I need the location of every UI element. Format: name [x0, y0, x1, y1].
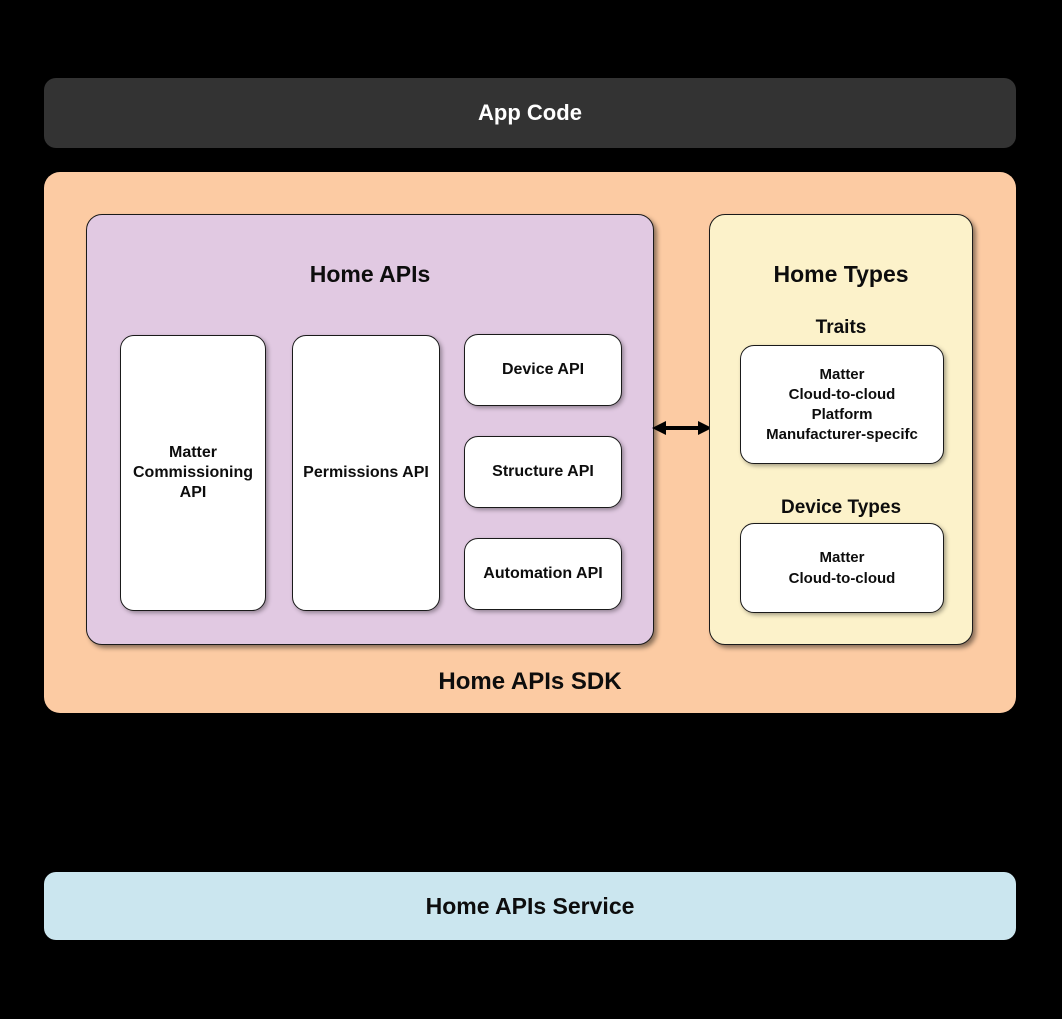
trait-item: Manufacturer-specifc	[766, 425, 918, 443]
home-apis-sdk-box: Home APIs Matter Commissioning API Permi…	[44, 172, 1016, 713]
app-code-box: App Code	[44, 78, 1016, 148]
device-type-item: Cloud-to-cloud	[788, 570, 896, 587]
bidirectional-arrow-icon	[652, 419, 712, 437]
home-apis-sdk-label: Home APIs SDK	[438, 668, 622, 695]
permissions-api-box: Permissions API	[292, 335, 440, 611]
device-type-item: Matter	[819, 549, 865, 566]
home-apis-service-label: Home APIs Service	[425, 892, 635, 919]
home-apis-panel: Home APIs Matter Commissioning API Permi…	[86, 214, 654, 645]
trait-item: Matter	[819, 365, 865, 383]
device-types-box: Matter Cloud-to-cloud	[740, 523, 944, 613]
structure-api-box: Structure API	[464, 436, 622, 508]
device-types-label: Device Types	[780, 497, 902, 518]
matter-commissioning-api-box: Matter Commissioning API	[120, 335, 266, 611]
home-apis-service-box: Home APIs Service	[44, 872, 1016, 940]
traits-box: Matter Cloud-to-cloud Platform Manufactu…	[740, 345, 944, 464]
trait-item: Platform	[811, 405, 873, 423]
device-api-box: Device API	[464, 334, 622, 406]
app-code-label: App Code	[478, 100, 582, 125]
home-types-panel: Home Types Traits Matter Cloud-to-cloud …	[709, 214, 973, 645]
automation-api-box: Automation API	[464, 538, 622, 610]
trait-item: Cloud-to-cloud	[788, 385, 896, 403]
home-apis-title: Home APIs	[309, 261, 431, 287]
traits-label: Traits	[815, 317, 867, 338]
home-types-title: Home Types	[773, 261, 909, 287]
